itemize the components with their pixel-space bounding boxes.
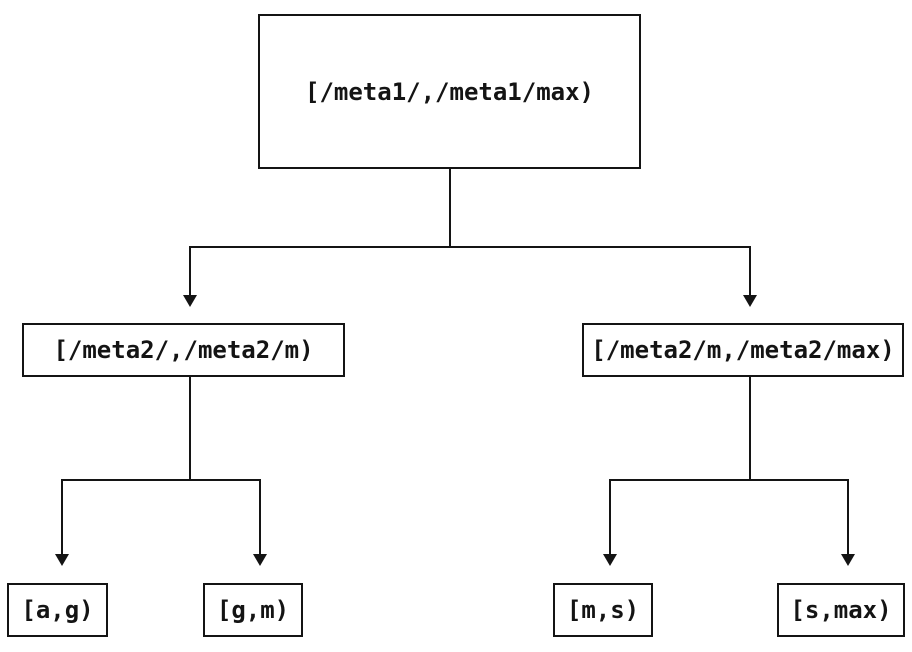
node-leaf-gm: [g,m) — [203, 583, 303, 637]
node-leaf-smax-label: [s,max) — [790, 596, 892, 624]
node-leaf-ag-label: [a,g) — [21, 596, 94, 624]
edge-right-rightdrop-line — [847, 479, 849, 555]
edge-right-stem-line — [749, 377, 751, 481]
node-leaf-ag: [a,g) — [7, 583, 108, 637]
node-meta2-low-label: [/meta2/,/meta2/m) — [53, 336, 314, 364]
node-root: [/meta1/,/meta1/max) — [258, 14, 641, 169]
node-leaf-ms-label: [m,s) — [566, 596, 640, 624]
node-root-label: [/meta1/,/meta1/max) — [305, 77, 594, 106]
edge-left-crossbar-line — [61, 479, 261, 481]
node-leaf-smax: [s,max) — [777, 583, 905, 637]
arrowhead-down — [55, 554, 69, 566]
edge-left-rightdrop-line — [259, 479, 261, 555]
arrowhead-down — [841, 554, 855, 566]
edge-left-leftdrop-line — [61, 479, 63, 555]
edge-right-crossbar-line — [609, 479, 849, 481]
arrowhead-down — [603, 554, 617, 566]
edge-root-crossbar-line — [189, 246, 751, 248]
arrowhead-down — [183, 295, 197, 307]
arrowhead-down — [743, 295, 757, 307]
edge-root-stem-line — [449, 169, 451, 248]
node-meta2-high: [/meta2/m,/meta2/max) — [582, 323, 904, 377]
edge-root-right-drop-line — [749, 246, 751, 296]
edge-root-left-drop-line — [189, 246, 191, 296]
node-leaf-ms: [m,s) — [553, 583, 653, 637]
edge-left-stem-line — [189, 377, 191, 481]
arrowhead-down — [253, 554, 267, 566]
node-meta2-high-label: [/meta2/m,/meta2/max) — [591, 336, 895, 364]
edge-right-leftdrop-line — [609, 479, 611, 555]
node-meta2-low: [/meta2/,/meta2/m) — [22, 323, 345, 377]
node-leaf-gm-label: [g,m) — [216, 596, 290, 624]
